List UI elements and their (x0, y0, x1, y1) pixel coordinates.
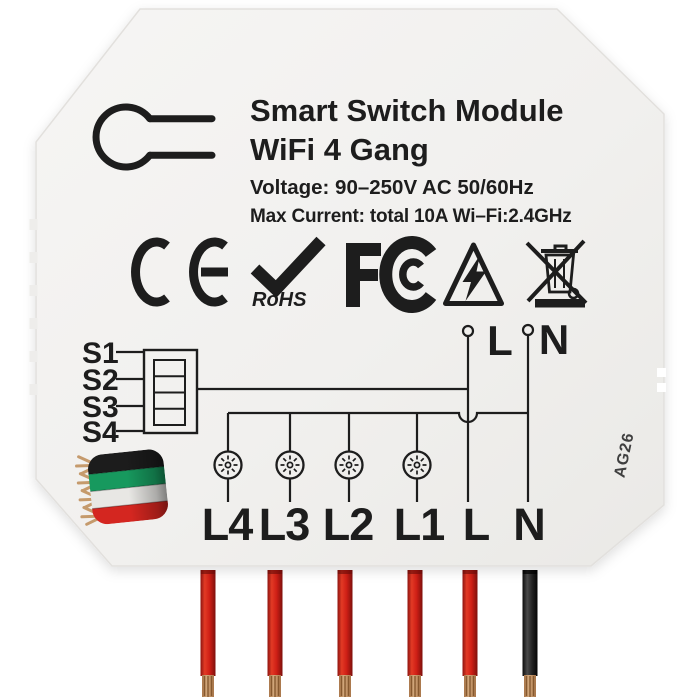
terminal-label-s1: S1 (82, 337, 119, 370)
bottom-terminal-l2: L2 (323, 499, 374, 550)
product-title-line1: Smart Switch Module (250, 93, 563, 128)
fcc-mark-icon (346, 236, 437, 313)
certification-logos: RoHS (131, 236, 588, 313)
switch-connector-block (142, 348, 199, 435)
wire-bundle-icon (75, 448, 170, 526)
top-terminal-l: L (487, 317, 513, 364)
n-terminal-dot (521, 323, 535, 337)
wire-l-red (461, 569, 479, 698)
wire-l4-red (199, 569, 217, 698)
wiring-diagram: S1 S2 S3 S4 L N L4 L3 L2 L1 L N (82, 316, 569, 550)
high-voltage-warning-icon (443, 242, 504, 306)
spec-max-current: Max Current: total 10A Wi–Fi:2.4GHz (250, 206, 572, 227)
neutral-lamp-bus (228, 411, 528, 424)
wire-l2-red (336, 569, 354, 698)
rohs-label: RoHS (252, 289, 307, 311)
wire-n-black (521, 569, 539, 698)
ce-mark-icon (131, 237, 228, 307)
lead-wires (199, 569, 539, 698)
wire-l1-red (406, 569, 424, 698)
switch-socket-icon (92, 103, 216, 171)
bottom-terminal-l4: L4 (202, 499, 253, 550)
top-terminal-n: N (539, 316, 569, 363)
weee-bin-icon (525, 239, 588, 308)
bottom-terminal-n: N (513, 499, 545, 550)
rohs-mark: RoHS (250, 236, 326, 311)
terminal-label-s2: S2 (82, 364, 119, 397)
wire-l3-red (266, 569, 284, 698)
rohs-check-icon (250, 236, 326, 298)
terminal-label-s4: S4 (82, 416, 119, 449)
mounting-notches-right (657, 368, 666, 392)
bottom-terminal-l: L (463, 499, 490, 550)
terminal-label-s3: S3 (82, 391, 119, 424)
mounting-serrations-left (29, 219, 38, 395)
product-title-line2: WiFi 4 Gang (250, 132, 429, 167)
product-text: Smart Switch Module WiFi 4 Gang Voltage:… (250, 93, 572, 227)
bottom-terminal-l1: L1 (394, 499, 445, 550)
l-terminal-dot (461, 324, 475, 338)
spec-voltage: Voltage: 90–250V AC 50/60Hz (250, 176, 534, 199)
bottom-terminal-l3: L3 (259, 499, 310, 550)
